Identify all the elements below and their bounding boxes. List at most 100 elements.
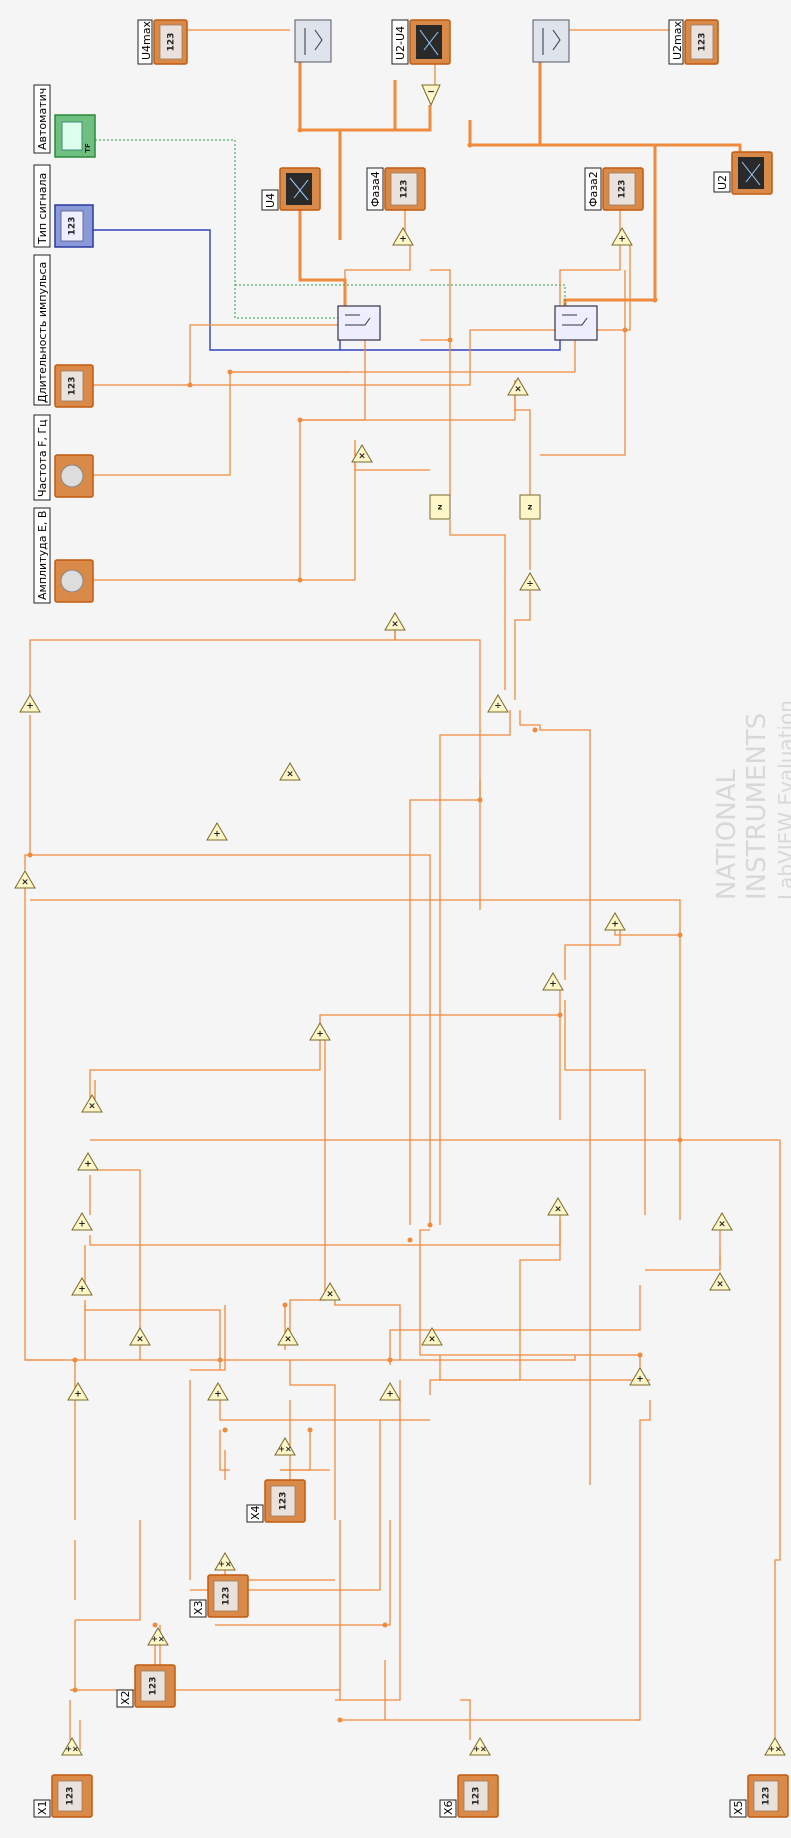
polar-to-complex-node[interactable]: z (430, 495, 450, 519)
signal-type-num-text: 123 (68, 217, 78, 236)
x2-control[interactable]: +× 123 X2 (117, 1628, 175, 1707)
svg-text:×: × (514, 385, 522, 395)
svg-text:÷: ÷ (494, 702, 502, 712)
multiply-node[interactable]: × (15, 871, 35, 888)
u2-u4-graph-indicator[interactable]: U2-U4 (392, 20, 450, 64)
add-node[interactable]: + (78, 1153, 98, 1170)
x2-num-text: 123 (149, 1677, 159, 1696)
svg-text:+×: +× (151, 1635, 164, 1644)
multiply-node[interactable]: × (320, 1283, 340, 1300)
frequency-knob-control[interactable]: Частота F, Гц (34, 415, 93, 500)
u2-graph-indicator[interactable]: U2 (714, 152, 772, 194)
svg-text:+×: +× (473, 1745, 486, 1754)
svg-text:×: × (716, 1280, 724, 1290)
multiply-node[interactable]: × (130, 1328, 150, 1345)
x1-control[interactable]: +× 123 X1 (34, 1738, 92, 1817)
svg-text:+: + (316, 1030, 324, 1040)
signal-type-label: Тип сигнала (36, 173, 49, 245)
u4max-indicator[interactable]: 123 U4max (138, 20, 187, 64)
polar-to-complex-node[interactable]: z (520, 495, 540, 519)
svg-text:×: × (718, 1220, 726, 1230)
add-node[interactable]: + (630, 1368, 650, 1385)
add-node[interactable]: + (208, 1383, 228, 1400)
signal-type-enum-control[interactable]: 123 Тип сигнала (34, 165, 93, 247)
tf-text: TF (84, 143, 92, 153)
add-node[interactable]: + (72, 1213, 92, 1230)
svg-text:z: z (528, 503, 533, 512)
junction-dots (28, 128, 683, 1723)
multiply-node[interactable]: × (82, 1095, 102, 1112)
svg-text:+: + (78, 1285, 86, 1295)
multiply-node[interactable]: × (548, 1198, 568, 1215)
u4-graph-indicator[interactable]: U4 (262, 168, 320, 210)
svg-text:−: − (427, 88, 435, 98)
svg-text:z: z (438, 503, 443, 512)
watermark-line2: INSTRUMENTS (742, 713, 772, 900)
add-node[interactable]: + (207, 823, 227, 840)
x2-label: X2 (119, 1690, 132, 1705)
svg-text:+×: +× (65, 1745, 78, 1754)
add-node[interactable]: + (20, 695, 40, 712)
add-node[interactable]: + (310, 1023, 330, 1040)
add-node[interactable]: + (72, 1278, 92, 1295)
svg-text:+: + (386, 1390, 394, 1400)
pulse-width-control[interactable]: 123 Длительность импульса (34, 255, 93, 407)
phase4-indicator[interactable]: 123 Фаза4 (367, 168, 425, 210)
u2max-label: U2max (671, 20, 684, 60)
svg-text:×: × (286, 770, 294, 780)
x4-control[interactable]: +× 123 X4 (247, 1438, 305, 1522)
subtract-node[interactable]: − (422, 85, 440, 105)
svg-text:+: + (84, 1160, 92, 1170)
svg-text:×: × (428, 1335, 436, 1345)
automatic-label: Автоматич (36, 88, 49, 150)
phase4-label: Фаза4 (369, 171, 382, 207)
x4-label: X4 (249, 1505, 262, 1520)
x5-control[interactable]: +× 123 X5 (730, 1738, 788, 1817)
u2-u4-label: U2-U4 (394, 26, 407, 60)
x1-label: X1 (36, 1800, 49, 1815)
x1-num-text: 123 (66, 1787, 76, 1806)
multiply-node[interactable]: × (508, 378, 528, 395)
waveform-node-1[interactable] (295, 20, 331, 62)
waveform-node-2[interactable] (533, 20, 569, 62)
multiply-node[interactable]: × (280, 763, 300, 780)
automatic-boolean-control[interactable]: TF Автоматич (34, 85, 95, 157)
signal-generator-vi[interactable] (338, 306, 380, 340)
add-node[interactable]: + (543, 973, 563, 990)
add-node[interactable]: + (393, 228, 413, 245)
amplitude-label: Амплитуда E, В (36, 511, 49, 600)
watermark: NATIONAL INSTRUMENTS LabVIEW Evaluation (712, 700, 791, 900)
multiply-node[interactable]: × (712, 1213, 732, 1230)
svg-text:+: + (618, 235, 626, 245)
x5-label: X5 (732, 1800, 745, 1815)
svg-text:+: + (213, 830, 221, 840)
svg-text:+: + (399, 235, 407, 245)
svg-text:×: × (391, 620, 399, 630)
amplitude-knob-control[interactable]: Амплитуда E, В (34, 508, 93, 603)
divide-node[interactable]: ÷ (488, 695, 508, 712)
x3-label: X3 (192, 1600, 205, 1615)
svg-text:×: × (88, 1102, 96, 1112)
multiply-node[interactable]: × (710, 1273, 730, 1290)
x6-control[interactable]: +× 123 X6 (440, 1738, 498, 1817)
x3-control[interactable]: +× 123 X3 (190, 1553, 248, 1617)
add-node[interactable]: + (68, 1383, 88, 1400)
watermark-line3: LabVIEW Evaluation (774, 700, 791, 900)
add-node[interactable]: + (612, 228, 632, 245)
x6-num-text: 123 (472, 1787, 482, 1806)
u2max-num-text: 123 (698, 33, 708, 52)
phase2-indicator[interactable]: 123 Фаза2 (585, 168, 643, 210)
phase2-num-text: 123 (618, 180, 628, 199)
signal-generator-vi[interactable] (555, 306, 597, 340)
wires (25, 30, 780, 1750)
svg-text:×: × (136, 1335, 144, 1345)
svg-text:÷: ÷ (526, 580, 534, 590)
divide-node[interactable]: ÷ (520, 573, 540, 590)
u2max-indicator[interactable]: 123 U2max (669, 20, 718, 64)
multiply-node[interactable]: × (385, 613, 405, 630)
add-node[interactable]: + (380, 1383, 400, 1400)
multiply-node[interactable]: × (278, 1328, 298, 1345)
phase4-num-text: 123 (400, 180, 410, 199)
add-node[interactable]: + (605, 913, 625, 930)
